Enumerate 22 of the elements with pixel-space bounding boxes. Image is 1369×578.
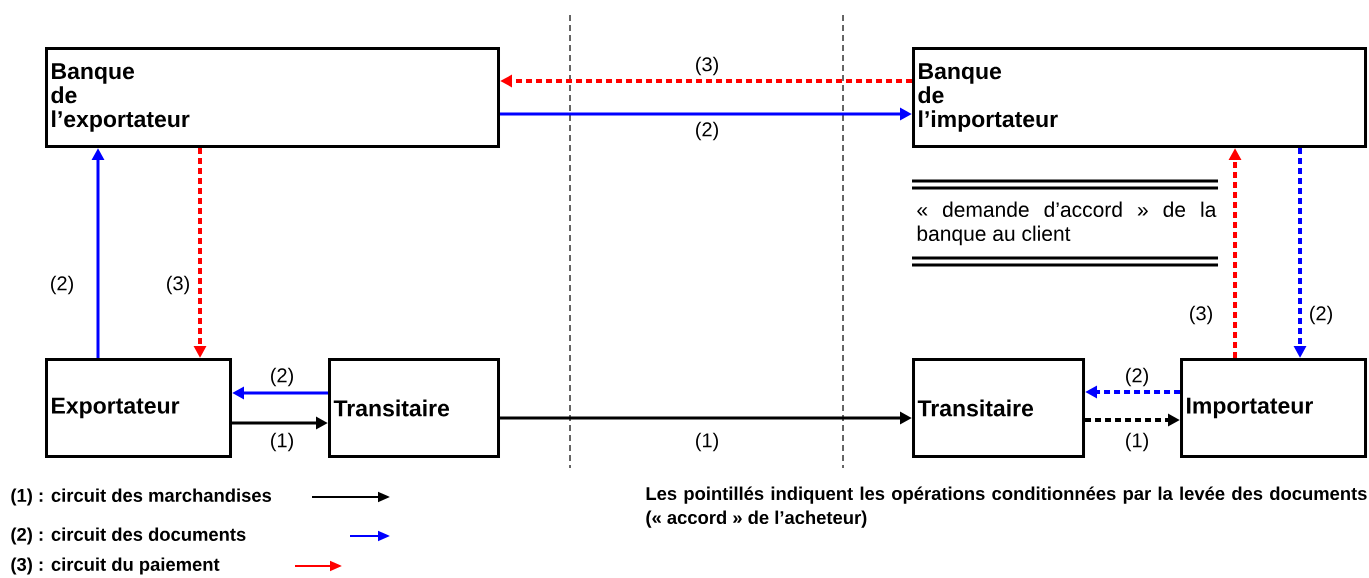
edge-label: (1) [267, 430, 297, 454]
edge-label: (2) [47, 273, 77, 297]
edge-label: (3) [1186, 303, 1216, 327]
bank-box: Banque de l’exportateur [45, 47, 500, 148]
edge-label: (1) [692, 430, 722, 454]
party-box: Importateur [1180, 358, 1367, 458]
edge-label: (1) [1122, 430, 1152, 454]
edge-label: (3) [163, 273, 193, 297]
edge-label: (2) [692, 119, 722, 143]
edge-label: (2) [1306, 303, 1336, 327]
legend-text: (2) : circuit des documents [11, 527, 246, 545]
edge-label: (2) [267, 365, 297, 389]
bank-box: Banque de l’importateur [912, 47, 1367, 148]
legend-text: (1) : circuit des marchandises [11, 488, 272, 506]
note-band: « demande d’accord » de la banque au client [912, 179, 1218, 267]
party-box: Exportateur [45, 358, 232, 458]
party-box: Transitaire [912, 358, 1085, 458]
edge-label: (2) [1122, 365, 1152, 389]
legend-text: (3) : circuit du paiement [11, 557, 220, 575]
note-text: Les pointillés indiquent les opérations conditionnées par la levée des documents (« accord » de l’acheteur) [646, 486, 1367, 528]
edge-label: (3) [692, 54, 722, 78]
party-box: Transitaire [328, 358, 500, 458]
